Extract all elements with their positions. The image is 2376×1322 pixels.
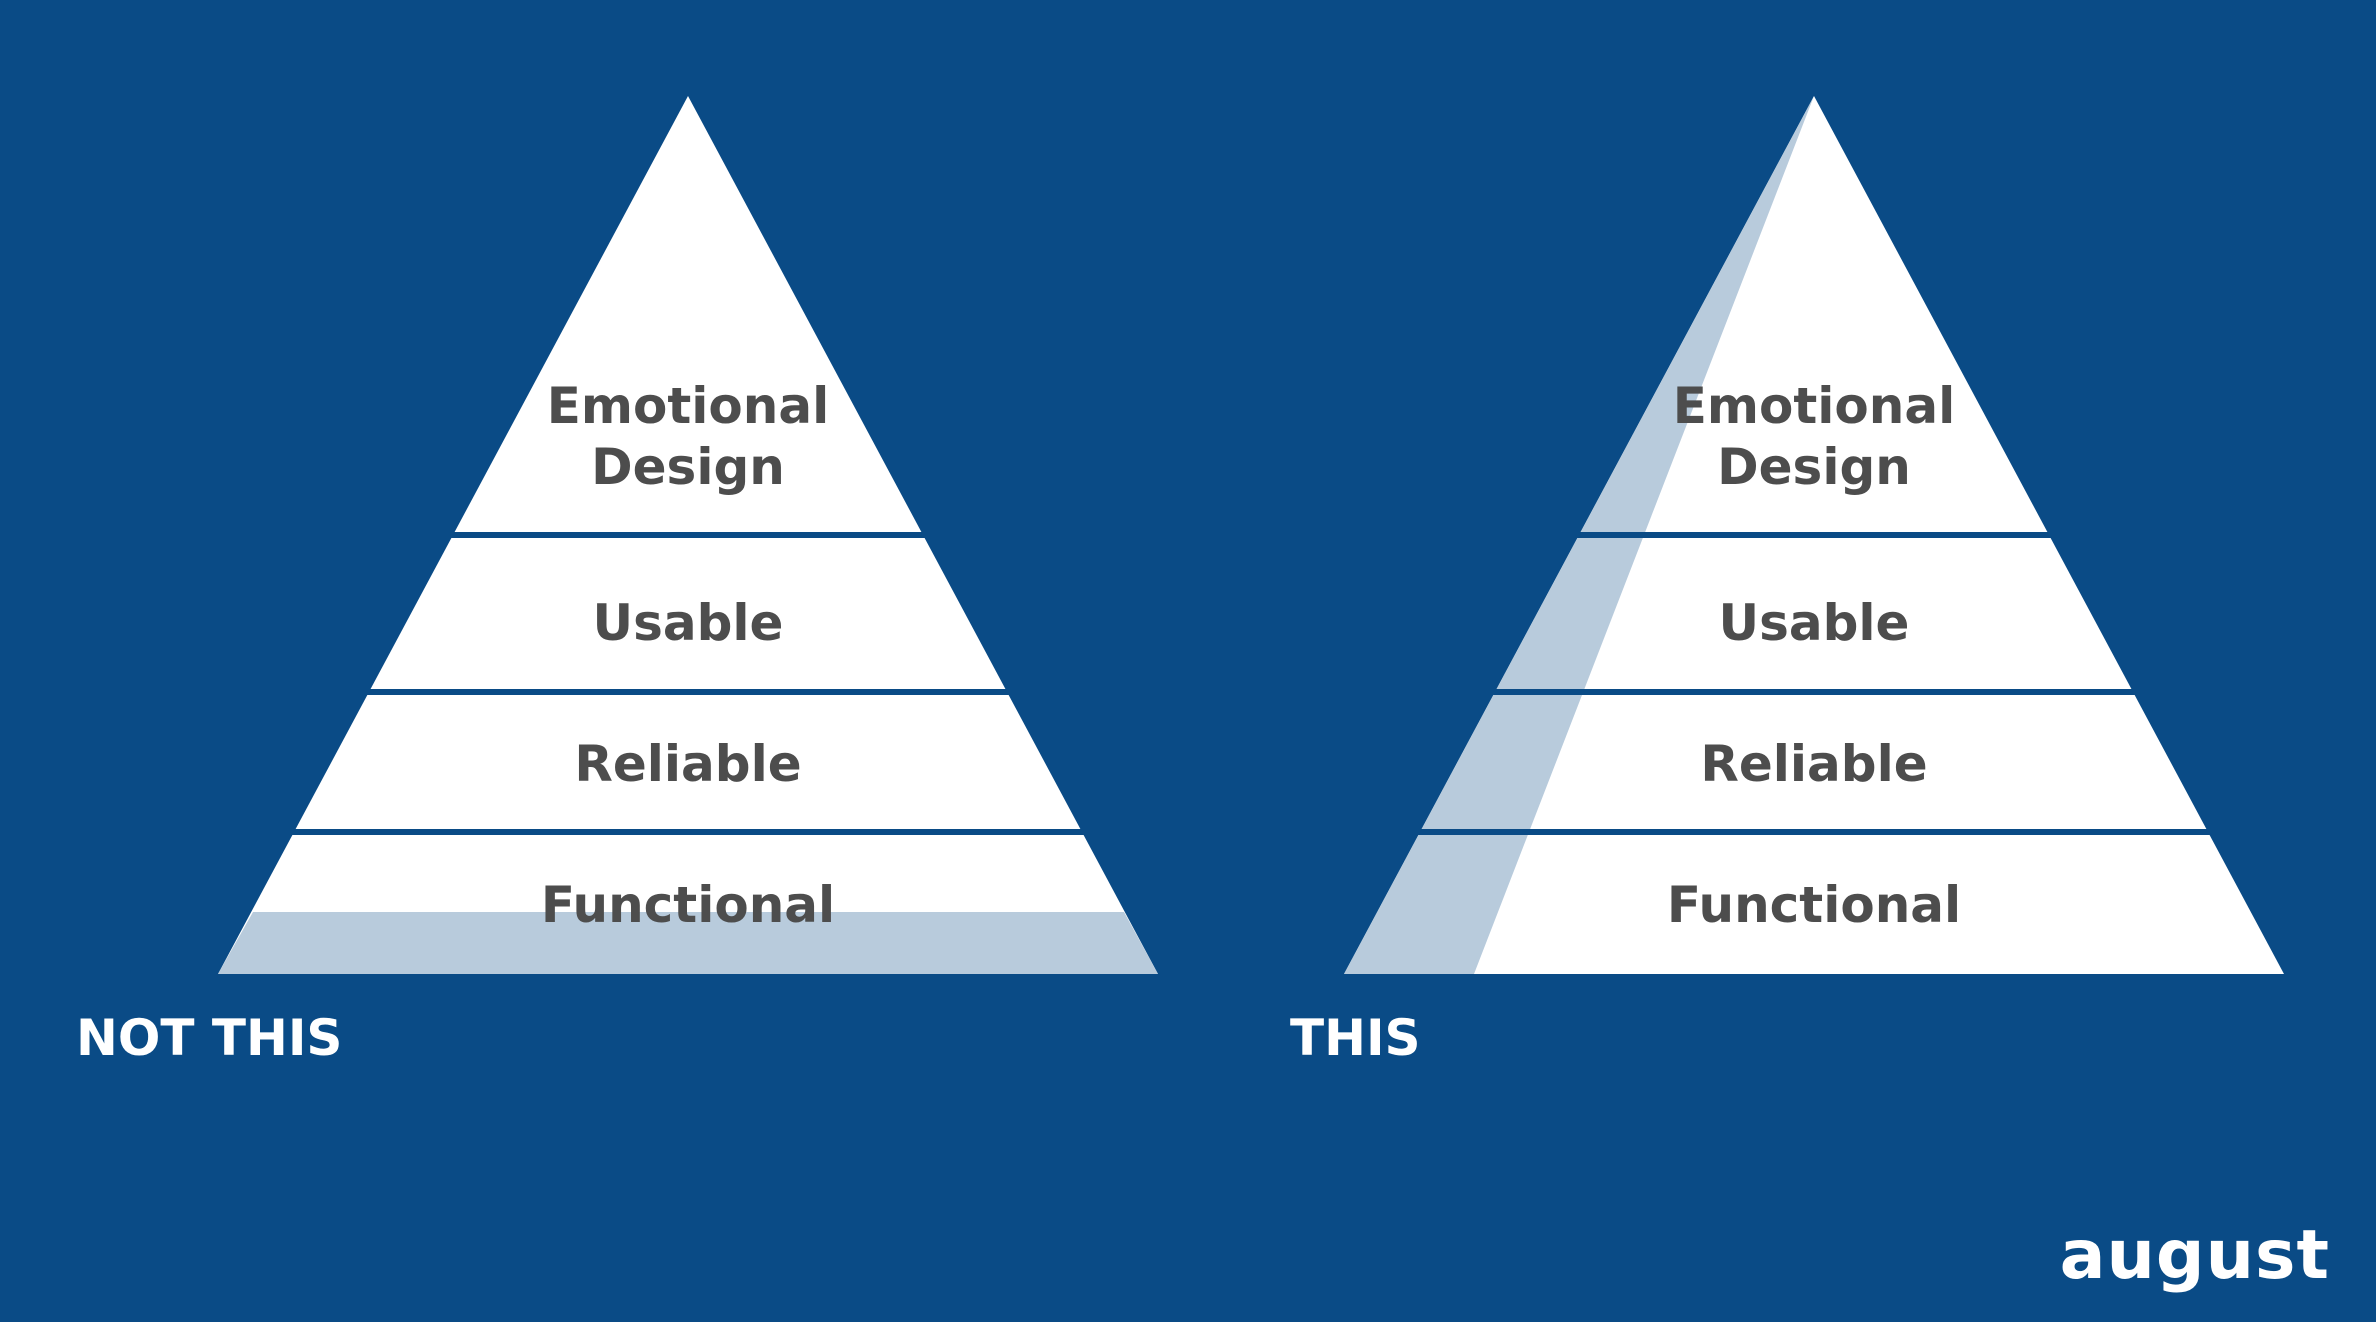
layer-label-functional: Functional <box>1667 876 1961 934</box>
caption-not-this: NOT THIS <box>76 1009 342 1067</box>
layer-label-emotional: Emotional <box>547 377 829 435</box>
august-logo: august <box>2060 1216 2330 1295</box>
shaded-bottom-band <box>218 912 1158 974</box>
layer-label-design: Design <box>1717 438 1911 496</box>
layer-label-usable: Usable <box>593 594 784 652</box>
layer-label-design: Design <box>591 438 785 496</box>
caption-this: THIS <box>1290 1009 1421 1067</box>
layer-label-reliable: Reliable <box>574 735 801 793</box>
layer-label-usable: Usable <box>1719 594 1910 652</box>
pyramid-this: Emotional Design Usable Reliable Functio… <box>1290 96 2284 1067</box>
layer-label-emotional: Emotional <box>1673 377 1955 435</box>
pyramid-not-this: Emotional Design Usable Reliable Functio… <box>76 96 1158 1067</box>
layer-label-functional: Functional <box>541 876 835 934</box>
layer-label-reliable: Reliable <box>1700 735 1927 793</box>
